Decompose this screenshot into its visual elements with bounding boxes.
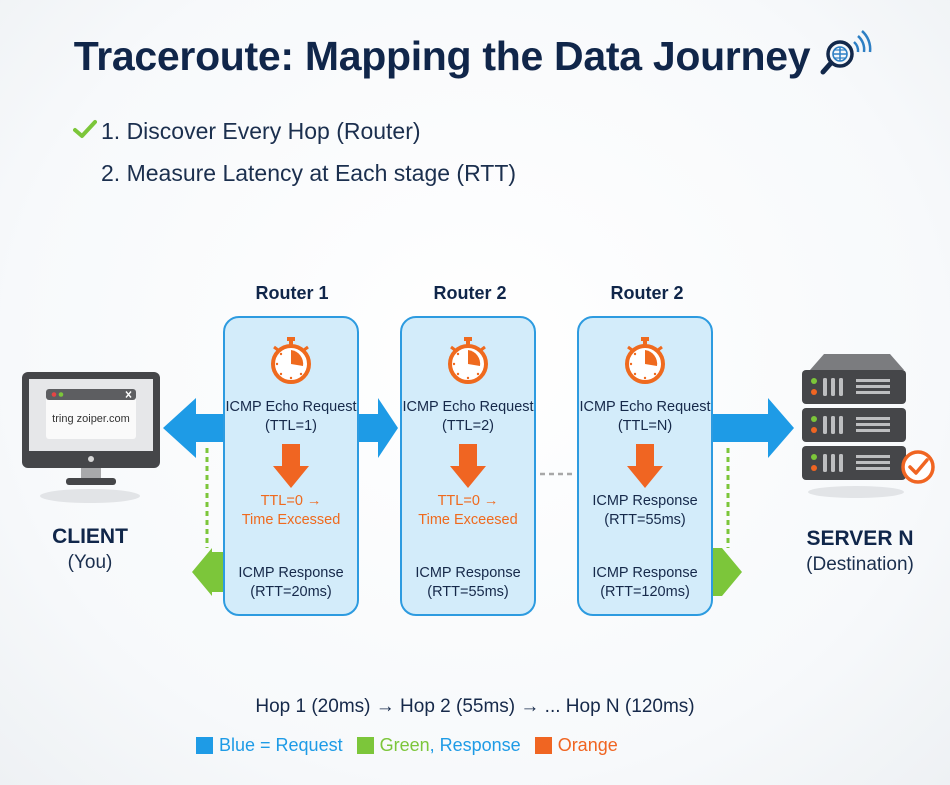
server-subtitle: (Destination) [806, 554, 914, 575]
check-icon [73, 118, 101, 145]
goal-item-1: 1. Discover Every Hop (Router) [73, 118, 421, 145]
legend-label: Orange [557, 735, 618, 755]
request-arrow-r1-r2 [358, 398, 398, 458]
legend-label: Green [379, 735, 430, 755]
server-title: SERVER N [806, 527, 914, 550]
router-3-mid-1: ICMP Response [592, 493, 698, 509]
router-1-ttl: (TTL=1) [265, 418, 317, 434]
legend-swatch [196, 737, 213, 754]
router-2-label: Router 2 [433, 283, 507, 303]
response-arrow-right [712, 548, 742, 596]
goal-label: 2. Measure Latency at Each stage (RTT) [101, 160, 517, 186]
router-1-mid-2: Time Excessed [241, 512, 341, 528]
stopwatch-icon [271, 337, 311, 384]
router-2-response: ICMP Response [415, 565, 521, 581]
router-3-mid-2: (RTT=55ms) [604, 512, 686, 528]
legend: Blue = Request Green, Response Orange [196, 735, 632, 756]
client-title: CLIENT [52, 525, 128, 548]
router-1-response: ICMP Response [238, 565, 344, 581]
down-arrow-icon [450, 444, 486, 488]
request-arrow-client [163, 398, 224, 458]
router-3-ttl: (TTL=N) [617, 418, 673, 434]
legend-label: Blue = Request [219, 735, 343, 755]
legend-label: , Response [429, 735, 521, 755]
legend-item: Orange [534, 735, 618, 756]
request-arrow-r3-server [712, 398, 794, 458]
stopwatch-icon [448, 337, 488, 384]
legend-item: Blue = Request [196, 735, 343, 756]
router-3-response: ICMP Response [592, 565, 698, 581]
router-2-mid-2: Time Exceesed [418, 512, 518, 528]
router-2-request: ICMP Echo Request [402, 399, 534, 415]
page-title: Traceroute: Mapping the Data Journey [0, 30, 950, 82]
server-rack-icon [802, 354, 935, 498]
router-1-label: Router 1 [255, 283, 329, 303]
legend-swatch [534, 737, 552, 754]
router-1-request: ICMP Echo Request [225, 399, 357, 415]
goal-label: 1. Discover Every Hop (Router) [101, 118, 421, 144]
router-2-mid-1: TTL=0 → [437, 493, 499, 509]
globe-search-signal-icon [820, 30, 872, 75]
router-3-rtt: (RTT=120ms) [600, 584, 690, 600]
title-text: Traceroute: Mapping the Data Journey [73, 32, 811, 79]
down-arrow-icon [627, 444, 663, 488]
router-1-mid-1: TTL=0 → [260, 493, 322, 509]
legend-swatch [356, 737, 374, 754]
down-arrow-icon [273, 444, 309, 488]
check-circle-icon [901, 450, 935, 484]
goal-item-2: 2. Measure Latency at Each stage (RTT) [73, 160, 516, 187]
router-2-ttl: (TTL=2) [442, 418, 494, 434]
router-3-request: ICMP Echo Request [579, 399, 711, 415]
router-1-rtt: (RTT=20ms) [250, 584, 332, 600]
router-2-rtt: (RTT=55ms) [427, 584, 509, 600]
browser-url: tring zoiper.com [52, 413, 130, 425]
client-subtitle: (You) [67, 552, 113, 573]
desktop-monitor-icon [22, 372, 160, 503]
hop-summary: Hop 1 (20ms) → Hop 2 (55ms) → ... Hop N … [255, 696, 695, 717]
router-3-label: Router 2 [610, 283, 684, 303]
stopwatch-icon [625, 337, 665, 384]
legend-item: Green, Response [356, 735, 521, 756]
response-arrow-client [192, 548, 224, 596]
